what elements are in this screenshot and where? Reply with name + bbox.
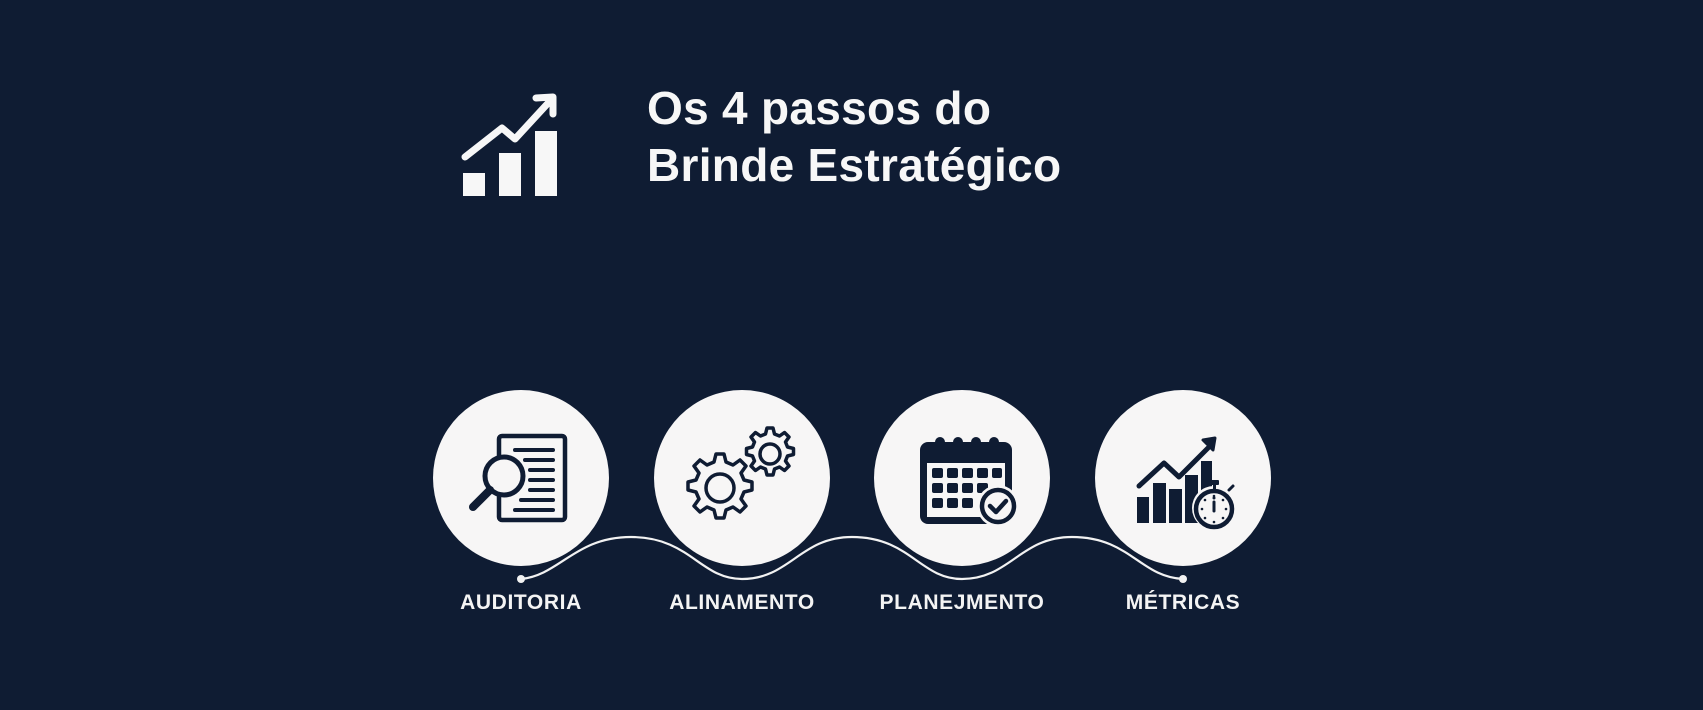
growth-chart-icon <box>461 93 557 196</box>
step-label-alinamento: ALINAMENTO <box>669 591 815 614</box>
step-auditoria <box>433 390 609 566</box>
gears-icon <box>686 426 796 520</box>
title-line-1: Os 4 passos do <box>647 82 992 134</box>
wave-start-dot <box>517 575 525 583</box>
chart-stopwatch-icon <box>1136 436 1236 530</box>
step-alinamento <box>654 390 830 566</box>
page-title: Os 4 passos do Brinde Estratégico <box>647 80 1061 194</box>
step-label-planejmento: PLANEJMENTO <box>879 591 1045 614</box>
step-label-auditoria: AUDITORIA <box>460 591 582 614</box>
step-label-metricas: MÉTRICAS <box>1125 591 1241 614</box>
step-metricas <box>1095 390 1271 566</box>
document-search-icon <box>469 433 568 523</box>
step-planejmento <box>874 390 1050 566</box>
title-line-2: Brinde Estratégico <box>647 139 1062 191</box>
calendar-check-icon <box>920 437 1019 527</box>
wave-end-dot <box>1179 575 1187 583</box>
